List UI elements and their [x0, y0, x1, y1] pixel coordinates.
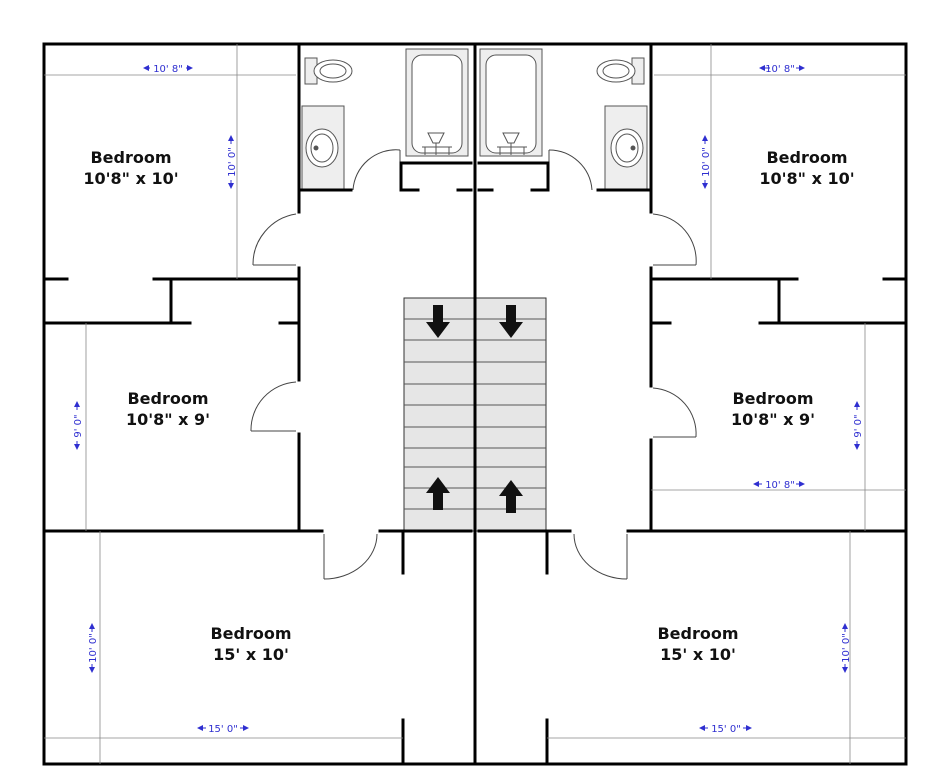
door-swing [352, 149, 401, 191]
stair-arrow-up-icon [499, 480, 523, 513]
dim-mr-height: 9' 0" [853, 414, 864, 437]
door-swing [573, 533, 628, 580]
stair-arrow-up-icon [426, 477, 450, 510]
dim-tl-width: 10' 8" [153, 64, 183, 75]
room-labels: Bedroom 10'8" x 10' Bedroom 10'8" x 9' B… [83, 148, 854, 664]
dim-bl-width: 15' 0" [208, 724, 238, 735]
room-bl-size: 15' x 10' [213, 645, 289, 664]
stair-arrow-down-icon [426, 305, 450, 338]
dim-mr-width: 10' 8" [765, 480, 795, 491]
bathtub-icon [405, 48, 469, 157]
toilet-icon [304, 57, 353, 85]
dim-br-height: 10' 0" [841, 633, 852, 663]
dim-br-width: 15' 0" [711, 724, 741, 735]
door-swing [652, 387, 697, 438]
sink-icon [301, 105, 345, 191]
bath-fixtures-left [301, 48, 469, 191]
room-ml-name: Bedroom [127, 389, 208, 408]
door-swing [548, 149, 593, 191]
dim-tr-width: 10' 8" [765, 64, 795, 75]
room-ml-size: 10'8" x 9' [126, 410, 210, 429]
walls [42, 42, 908, 766]
room-br-name: Bedroom [657, 624, 738, 643]
door-swing [652, 213, 697, 266]
room-mr-size: 10'8" x 9' [731, 410, 815, 429]
room-br-size: 15' x 10' [660, 645, 736, 664]
toilet-icon [596, 57, 645, 85]
dim-ml-height: 9' 0" [73, 414, 84, 437]
bathtub-icon [479, 48, 543, 157]
room-tr-size: 10'8" x 10' [759, 169, 854, 188]
dimension-arrows [74, 65, 860, 731]
room-tr-name: Bedroom [766, 148, 847, 167]
sink-icon [604, 105, 648, 191]
dim-tr-height: 10' 0" [701, 147, 712, 177]
dimension-lines [44, 44, 906, 764]
bath-fixtures-right [479, 48, 648, 191]
room-mr-name: Bedroom [732, 389, 813, 408]
dim-bl-height: 10' 0" [88, 633, 99, 663]
room-tl-size: 10'8" x 10' [83, 169, 178, 188]
door-swing [323, 533, 378, 580]
door-swing [250, 381, 297, 432]
room-bl-name: Bedroom [210, 624, 291, 643]
dim-tl-height: 10' 0" [227, 147, 238, 177]
dimension-labels: 10' 8" 10' 8" 10' 8" 15' 0" 15' 0" 10' 0… [73, 64, 864, 735]
room-tl-name: Bedroom [90, 148, 171, 167]
door-swing [252, 213, 297, 266]
stair-arrow-down-icon [499, 305, 523, 338]
